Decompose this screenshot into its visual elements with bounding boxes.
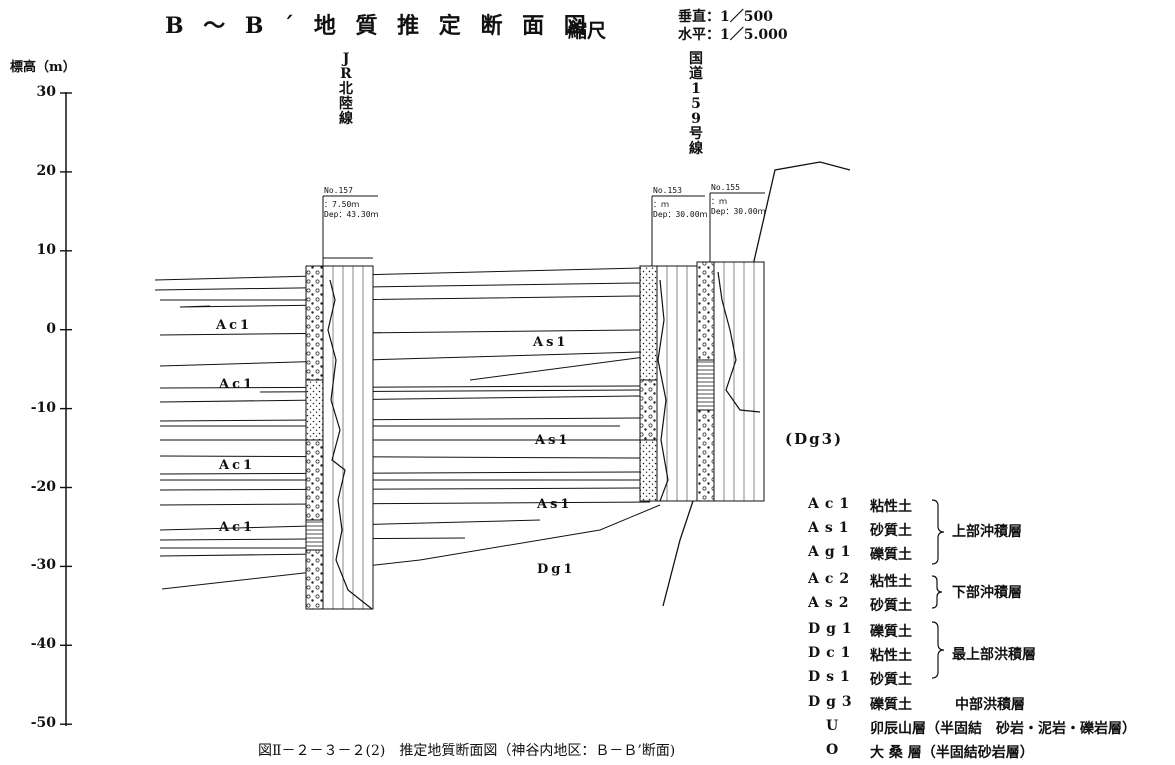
legend-group-label: 上部沖積層 bbox=[952, 524, 1022, 540]
y-tick-label: 10 bbox=[36, 241, 56, 258]
bh153-elev: ：ｍ bbox=[653, 200, 669, 209]
legend-code: Dg3 bbox=[808, 694, 858, 710]
legend-desc: 礫質土 bbox=[870, 624, 912, 640]
legend-code: Ds1 bbox=[808, 669, 856, 685]
y-axis bbox=[60, 92, 72, 726]
legend-desc: 砂質土 bbox=[870, 672, 912, 688]
legend-desc: 粘性土 bbox=[870, 648, 912, 664]
y-tick-label: -20 bbox=[30, 478, 56, 495]
y-tick-label: -40 bbox=[30, 636, 56, 653]
legend-code: O bbox=[826, 742, 839, 758]
layer-label: Ac1 bbox=[216, 318, 253, 333]
y-tick-label: -50 bbox=[30, 715, 56, 732]
legend-brackets bbox=[931, 499, 945, 679]
bh157-elev: ：7.50ｍ bbox=[324, 200, 360, 209]
layer-label: Ac1 bbox=[219, 458, 256, 473]
legend-desc: 砂質土 bbox=[870, 523, 912, 539]
legend-desc: 卯辰山層（半固結 砂岩・泥岩・礫岩層） bbox=[870, 721, 1136, 737]
diagram-title: B ～ B ´ 地 質 推 定 断 面 図 bbox=[165, 13, 592, 39]
dg3-label: (Dg3) bbox=[785, 430, 844, 448]
scale-vertical: 垂直：1／500 bbox=[678, 9, 773, 25]
bh155-no: No.155 bbox=[711, 183, 740, 192]
layer-label: As1 bbox=[533, 335, 569, 350]
y-tick-label: 30 bbox=[36, 84, 56, 100]
legend-code: Dg1 bbox=[808, 621, 858, 637]
borehole-no153 bbox=[639, 195, 705, 502]
bh153-no: No.153 bbox=[653, 186, 682, 195]
scale-horizontal: 水平：1／5.000 bbox=[678, 27, 788, 43]
legend-desc: 粘性土 bbox=[870, 499, 912, 515]
bh155-depth: Dep：30.00ｍ bbox=[711, 207, 766, 216]
bh157-depth: Dep：43.30ｍ bbox=[324, 210, 379, 219]
legend-desc: 砂質土 bbox=[870, 598, 912, 614]
jr-line-label: JR北陸線 bbox=[339, 51, 353, 127]
y-tick-label: -30 bbox=[30, 557, 56, 574]
legend-code: Ag1 bbox=[808, 544, 857, 560]
legend-code: Ac2 bbox=[808, 571, 856, 587]
legend-desc: 礫質土 bbox=[870, 697, 912, 713]
figure-caption: 図Ⅱ－２－３－２(2) 推定地質断面図（神谷内地区：Ｂ－Ｂ’断面) bbox=[258, 743, 676, 759]
y-axis-title: 標高（m） bbox=[10, 60, 76, 75]
borehole-no157 bbox=[305, 195, 378, 610]
legend-desc: 大 桑 層（半固結砂岩層） bbox=[870, 745, 1034, 761]
legend-group-label: 中部洪積層 bbox=[955, 697, 1025, 713]
legend-group-label: 下部沖積層 bbox=[952, 585, 1022, 601]
route-label: 国道159号線 bbox=[689, 51, 703, 157]
legend-code: Ac1 bbox=[808, 496, 856, 512]
y-tick-label: -10 bbox=[30, 399, 56, 416]
bh155-elev: ：ｍ bbox=[711, 197, 727, 206]
legend-code: Dc1 bbox=[808, 645, 857, 661]
legend-desc: 礫質土 bbox=[870, 547, 912, 563]
layer-label: As1 bbox=[535, 433, 571, 448]
layer-label: Ac1 bbox=[219, 377, 256, 392]
legend-code: As1 bbox=[808, 520, 855, 536]
y-tick-label: 20 bbox=[36, 162, 56, 179]
legend-code: As2 bbox=[808, 595, 855, 611]
borehole-no155 bbox=[696, 192, 765, 502]
layer-label: Ac1 bbox=[219, 520, 256, 535]
layer-label: Dg1 bbox=[537, 562, 576, 577]
legend-group-label: 最上部洪積層 bbox=[952, 647, 1036, 663]
layer-label: As1 bbox=[537, 497, 573, 512]
scale-label: 縮尺 bbox=[568, 20, 607, 42]
bh157-no: No.157 bbox=[324, 186, 353, 195]
bh153-depth: Dep：30.00ｍ bbox=[653, 210, 708, 219]
legend-desc: 粘性土 bbox=[870, 574, 912, 590]
legend-code: U bbox=[826, 718, 839, 734]
y-tick-label: 0 bbox=[46, 320, 56, 337]
